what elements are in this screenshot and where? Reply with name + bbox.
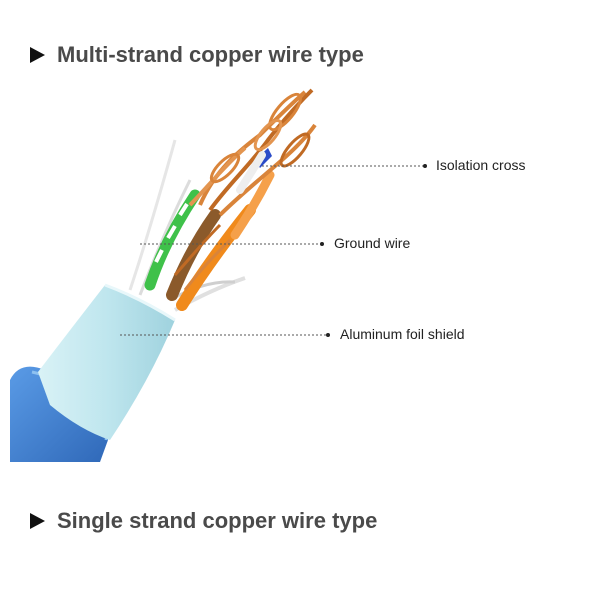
foil-shield: [38, 285, 175, 440]
copper-strand: [173, 223, 222, 276]
multi-strand-heading: Multi-strand copper wire type: [30, 42, 364, 68]
white-strand: [128, 139, 177, 291]
play-triangle-icon: [30, 513, 45, 529]
copper-loop: [209, 152, 241, 184]
single-strand-heading: Single strand copper wire type: [30, 508, 377, 534]
multi-strand-heading-text: Multi-strand copper wire type: [57, 42, 364, 67]
copper-loop: [268, 92, 302, 132]
white-strand: [138, 179, 192, 296]
green-wire-stripe: [154, 202, 189, 263]
brown-wire: [166, 209, 221, 301]
foil-shield-leader-dot: [326, 333, 330, 337]
isolation-cross-shaft: [236, 151, 266, 194]
ground-wire-label: Ground wire: [334, 235, 411, 251]
foil-edge: [104, 283, 176, 322]
copper-loop: [253, 118, 283, 152]
copper-strand: [188, 146, 247, 207]
isolation-cross-leader-dot: [423, 164, 427, 168]
foil-shield-label: Aluminum foil shield: [340, 326, 465, 342]
copper-strand: [198, 90, 307, 206]
single-strand-heading-text: Single strand copper wire type: [57, 508, 378, 533]
orange-wire: [230, 170, 275, 240]
green-wire: [144, 189, 201, 291]
ground-wire-leader-dot: [320, 242, 324, 246]
copper-loop: [279, 132, 311, 168]
play-triangle-icon: [30, 47, 45, 63]
isolation-cross-label: Isolation cross: [436, 157, 526, 173]
